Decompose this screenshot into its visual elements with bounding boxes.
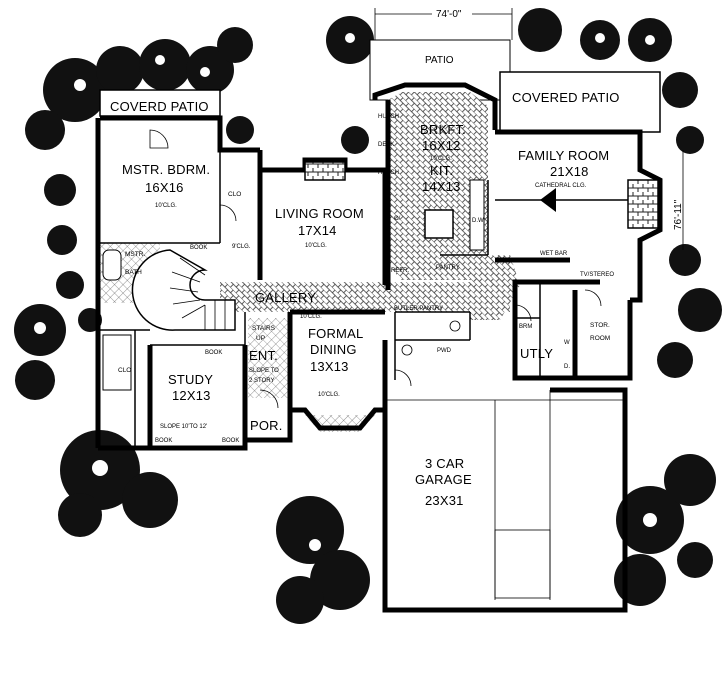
study-name: STUDY: [168, 372, 213, 387]
study-size: 12X13: [172, 388, 211, 403]
formal-dining-ceiling: 10'CLG.: [318, 392, 340, 398]
storage-line1: STOR.: [590, 322, 610, 329]
butler-pantry-label: BUTLER PANTRY: [394, 306, 443, 312]
porch-label: POR.: [250, 418, 283, 433]
garage-size: 23X31: [425, 493, 464, 508]
book-label-1: BOOK: [190, 245, 207, 251]
garage-line1: 3 CAR: [425, 456, 464, 471]
family-room-name: FAMILY ROOM: [518, 148, 609, 163]
storage-line2: ROOM: [590, 335, 610, 342]
washer-label: W: [564, 340, 570, 346]
garage-line2: GARAGE: [415, 472, 472, 487]
closet-label-study: CLO: [118, 367, 131, 374]
cathedral-ceiling-arrow: [495, 188, 628, 212]
formal-dining-size: 13X13: [310, 359, 349, 374]
formal-dining-line2: DINING: [310, 342, 357, 357]
patio-label: PATIO: [425, 55, 454, 66]
broom-closet-label: BRM: [519, 324, 532, 330]
dryer-label: D.: [564, 364, 570, 370]
brick-floor-areas: [100, 92, 520, 432]
dining-entry-ceiling: 10'CLG.: [300, 314, 322, 320]
exterior-walls: [95, 82, 663, 613]
hutch-label-1: HUTCH: [378, 114, 399, 120]
master-bath-line2: BATH: [125, 269, 142, 276]
oven-label: O/: [394, 216, 401, 222]
kitchen-name: KIT.: [430, 163, 453, 178]
entry-note2: 2 STORY: [249, 378, 274, 384]
living-room-name: LIVING ROOM: [275, 206, 364, 221]
kitchen-island: [424, 179, 485, 251]
garage-door-lines: [385, 390, 625, 600]
living-room-ceiling: 10'CLG.: [305, 243, 327, 249]
brkft-name: BRKFT.: [420, 122, 466, 137]
desk-label: DESK: [378, 142, 394, 148]
hutch-label-2: HUTCH: [378, 170, 399, 176]
brkft-ceiling: 10'CLG.: [430, 156, 452, 162]
tree-cluster-bottom-center: [276, 496, 370, 624]
master-bedroom-name: MSTR. BDRM.: [122, 162, 210, 177]
dishwasher-label: D.W.: [472, 218, 485, 224]
overall-width-label: 74'-0": [436, 9, 462, 20]
stairs-line2: UP: [256, 335, 265, 342]
entry-name: ENT.: [249, 348, 278, 363]
overall-depth-label: 76'-11": [673, 199, 684, 230]
master-bedroom-size: 16X16: [145, 180, 184, 195]
bath-fixtures: [102, 249, 461, 391]
covered-patio-left-label: COVERD PATIO: [110, 99, 209, 114]
staircase: [131, 249, 236, 331]
closet-ceiling-label: 9'CLG.: [232, 244, 251, 250]
tv-stereo-label: TV/STEREO: [580, 272, 614, 278]
gallery-label: GALLERY: [255, 290, 316, 305]
landscaping: [14, 8, 722, 624]
overall-width-dimension: 74'-0": [374, 6, 513, 40]
master-bath-line1: MSTR.: [125, 251, 145, 258]
formal-dining-line1: FORMAL: [308, 326, 363, 341]
entry-note1: SLOPE TO: [249, 368, 279, 374]
book-label-2: BOOK: [205, 350, 222, 356]
interior-walls: [98, 150, 541, 448]
fireplace-living: [304, 161, 346, 181]
overall-depth-dimension: 76'-11": [673, 150, 684, 250]
book-label-4: BOOK: [222, 438, 239, 444]
room-labels: MSTR. BDRM. 16X16 10'CLG. BRKFT. 16X12 1…: [122, 122, 610, 508]
wet-bar-label: WET BAR: [540, 251, 568, 257]
covered-patio-right: COVERED PATIO: [499, 71, 661, 133]
stairs-line1: STAIRS: [252, 325, 276, 332]
fireplace-family: [627, 179, 659, 229]
tree-cluster-top-left: [25, 27, 253, 150]
tree-cluster-bottom-right: [614, 454, 716, 606]
refrigerator-label: REFR.: [391, 268, 409, 274]
tree-cluster-left-side: [14, 174, 102, 400]
tree-cluster-top-right: [518, 8, 722, 378]
master-bedroom-ceiling: 10'CLG.: [155, 203, 177, 209]
brkft-size: 16X12: [422, 138, 461, 153]
tree-cluster-top-center: [226, 16, 374, 154]
kitchen-size: 14X13: [422, 179, 461, 194]
fixture-labels: CLO 9'CLG. CLO BOOK BOOK BOOK BOOK HUTCH…: [118, 114, 614, 444]
covered-patio-left: COVERD PATIO: [99, 89, 221, 117]
pantry-label: PANTRY: [436, 265, 460, 271]
door-swings: [149, 129, 602, 409]
utility-label: UTLY: [520, 346, 553, 361]
family-room-ceiling: CATHEDRAL CLG.: [535, 183, 587, 189]
study-ceiling: SLOPE 10'TO 12': [160, 424, 207, 430]
living-room-size: 17X14: [298, 223, 337, 238]
closet-label-bedroom: CLO: [228, 191, 241, 198]
covered-patio-right-label: COVERED PATIO: [512, 90, 620, 105]
book-label-3: BOOK: [155, 438, 172, 444]
powder-room-label: PWD: [437, 348, 452, 354]
family-room-size: 21X18: [550, 164, 589, 179]
